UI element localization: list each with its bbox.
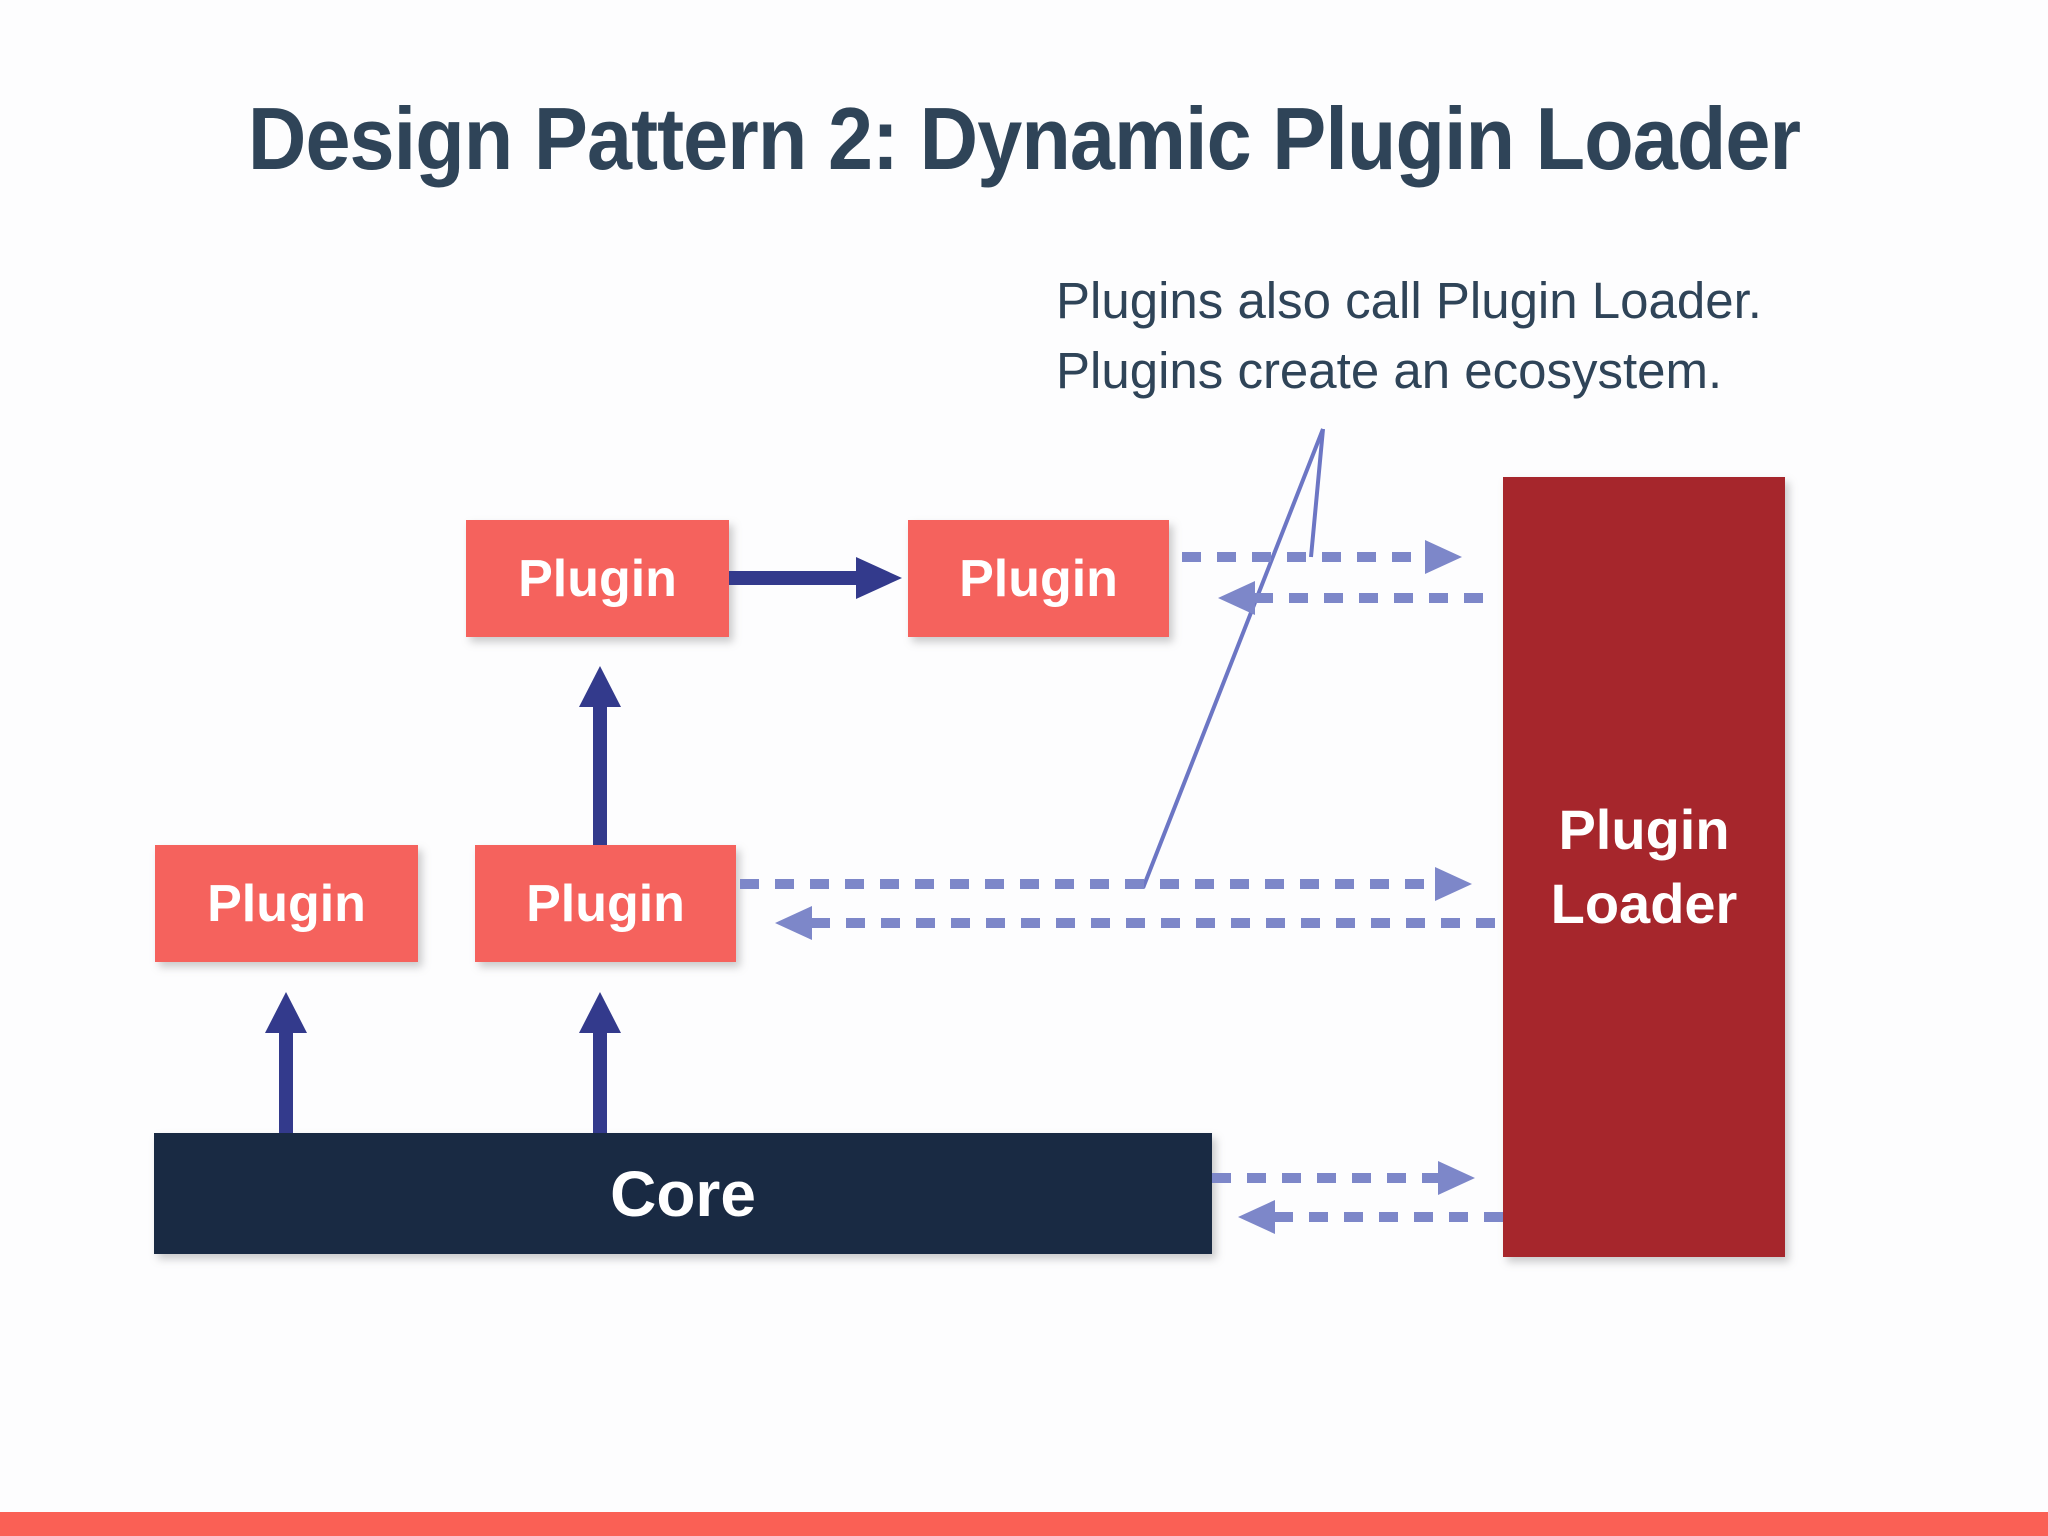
dashed-arrow-core-to-loader-line xyxy=(1212,1173,1439,1183)
plugin-box-label: Plugin xyxy=(959,549,1118,608)
plugin-box-top-left: Plugin xyxy=(466,520,729,637)
plugin-box-label: Plugin xyxy=(518,549,677,608)
annotation-line-1: Plugins also call Plugin Loader. xyxy=(1056,272,1762,329)
plugin-box-mid-left: Plugin xyxy=(155,845,418,962)
dashed-arrow-loader-to-midplugin-line xyxy=(811,918,1497,928)
dashed-arrow-topplugin-to-loader-line xyxy=(1182,552,1426,562)
annotation-line-2: Plugins create an ecosystem. xyxy=(1056,342,1723,399)
plugin-box-mid-center: Plugin xyxy=(475,845,736,962)
callout-line-to-top-arrow xyxy=(1309,428,1325,558)
solid-arrow-midplugin-to-topplugin-shaft xyxy=(593,706,607,845)
solid-arrow-core-to-midplugin-head xyxy=(579,992,621,1033)
slide-footer-accent-bar xyxy=(0,1512,2048,1536)
dashed-arrow-topplugin-to-loader-head xyxy=(1425,540,1462,574)
solid-arrow-plugin-to-plugin-head xyxy=(856,557,902,599)
dashed-arrow-core-to-loader-head xyxy=(1438,1161,1475,1195)
plugin-box-top-right: Plugin xyxy=(908,520,1169,637)
slide-title: Design Pattern 2: Dynamic Plugin Loader xyxy=(247,89,1801,188)
plugin-loader-box: Plugin Loader xyxy=(1503,477,1785,1257)
solid-arrow-core-to-midplugin-shaft xyxy=(593,1032,607,1133)
core-label: Core xyxy=(610,1157,756,1230)
dashed-arrow-loader-to-topplugin-line xyxy=(1254,593,1492,603)
plugin-loader-label: Plugin Loader xyxy=(1550,798,1738,935)
dashed-arrow-loader-to-core-head xyxy=(1238,1200,1275,1234)
solid-arrow-core-to-leftplugin-head xyxy=(265,992,307,1033)
annotation-text: Plugins also call Plugin Loader. Plugins… xyxy=(1056,266,1762,406)
solid-arrow-core-to-leftplugin-shaft xyxy=(279,1032,293,1133)
solid-arrow-midplugin-to-topplugin-head xyxy=(579,666,621,707)
plugin-box-label: Plugin xyxy=(207,874,366,933)
dashed-arrow-loader-to-topplugin-head xyxy=(1218,581,1255,615)
dashed-arrow-loader-to-core-line xyxy=(1274,1212,1508,1222)
core-bar: Core xyxy=(154,1133,1212,1254)
callout-line-to-mid-arrow xyxy=(1141,428,1325,889)
dashed-arrow-midplugin-to-loader-line xyxy=(740,879,1436,889)
dashed-arrow-midplugin-to-loader-head xyxy=(1435,867,1472,901)
dashed-arrow-loader-to-midplugin-head xyxy=(775,906,812,940)
plugin-box-label: Plugin xyxy=(526,874,685,933)
solid-arrow-plugin-to-plugin-shaft xyxy=(729,571,857,585)
